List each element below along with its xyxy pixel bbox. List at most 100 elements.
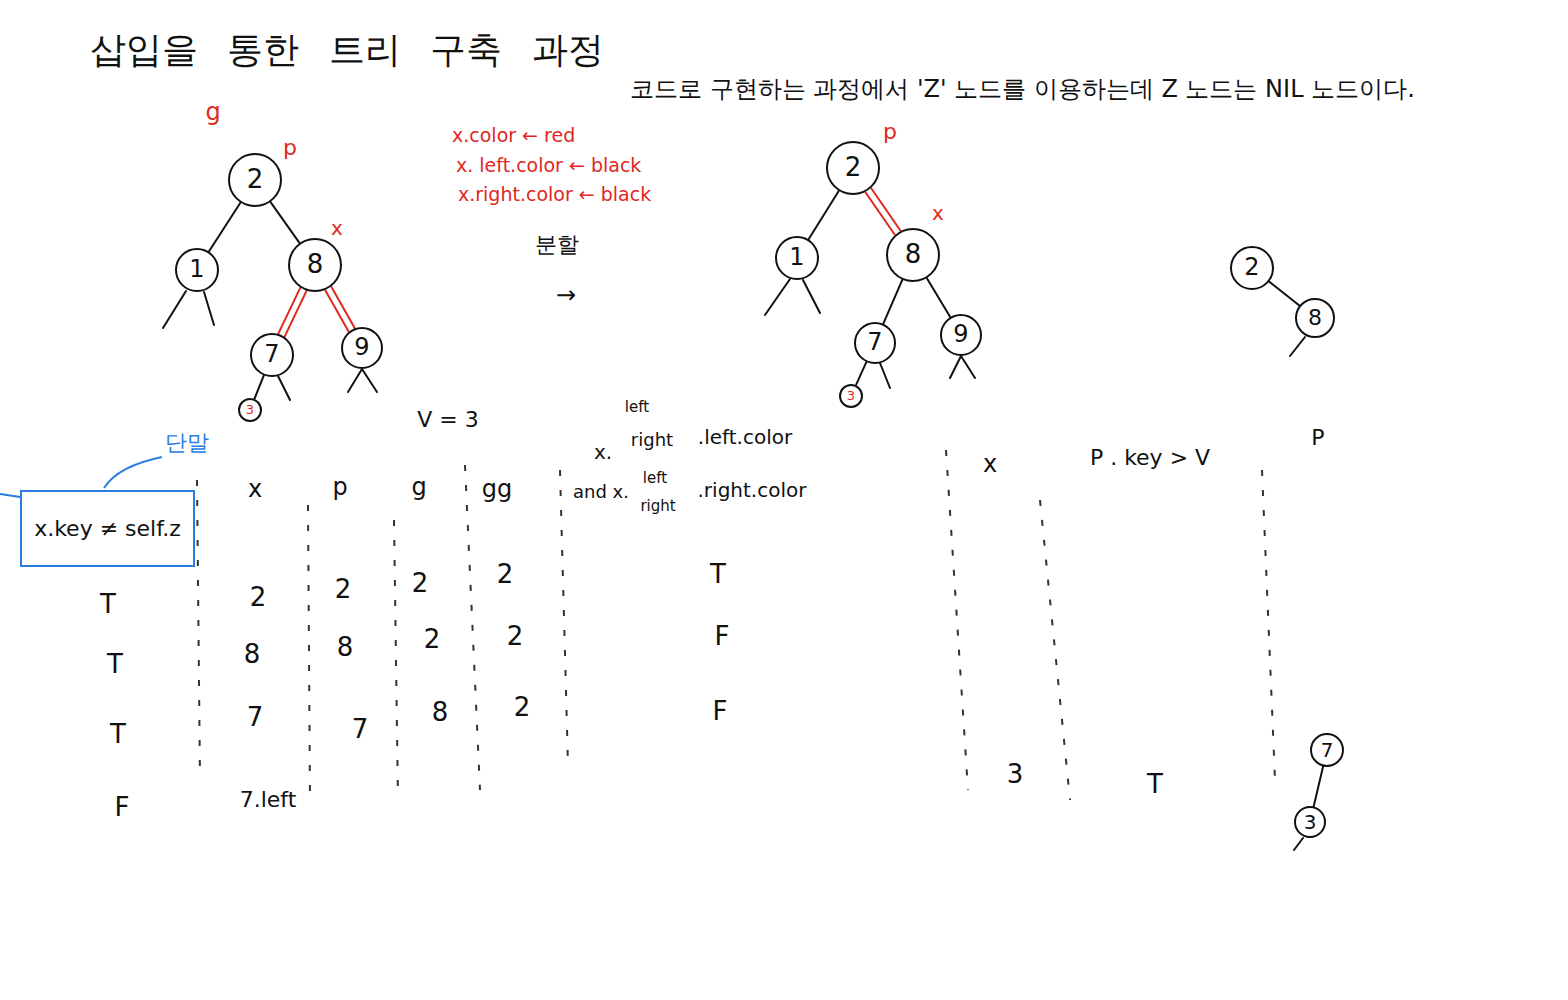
link-line bbox=[809, 191, 839, 239]
node-role: p bbox=[283, 135, 297, 160]
table-cell: T bbox=[110, 720, 126, 750]
step-arrow: → bbox=[556, 282, 576, 310]
nil-stub bbox=[880, 363, 890, 388]
column-separator bbox=[1040, 500, 1070, 800]
condition-text: x.key ≠ self.z bbox=[34, 516, 181, 541]
tree-node: 3 bbox=[238, 398, 262, 422]
column-header: P . key > V bbox=[1090, 445, 1210, 470]
column-separator bbox=[465, 465, 480, 790]
node-key: 2 bbox=[1244, 254, 1259, 282]
table-cell: 7.left bbox=[240, 787, 297, 812]
nil-stub bbox=[1290, 337, 1305, 356]
node-key: 2 bbox=[247, 165, 264, 195]
node-key: 1 bbox=[789, 244, 804, 272]
table-cell: T bbox=[107, 650, 123, 680]
node-key: 7 bbox=[264, 341, 279, 369]
nil-stub bbox=[1294, 838, 1303, 850]
tree-link bbox=[209, 203, 240, 252]
tree-node: 8 bbox=[886, 228, 940, 282]
leader-line bbox=[0, 494, 20, 497]
column-header: .left.color bbox=[698, 426, 792, 449]
red-link bbox=[865, 188, 900, 235]
link-line bbox=[209, 203, 240, 252]
node-role: x bbox=[932, 202, 944, 225]
tree-link bbox=[856, 362, 866, 385]
tree-link bbox=[254, 375, 263, 398]
tree-node: 8 bbox=[288, 238, 342, 292]
column-header: p bbox=[332, 474, 347, 502]
nil-stub bbox=[163, 291, 214, 328]
table-separators bbox=[197, 450, 1275, 800]
link-line bbox=[254, 375, 263, 398]
link-line bbox=[927, 278, 950, 317]
tree-link bbox=[1269, 282, 1299, 306]
link-line bbox=[883, 280, 902, 324]
tree-node: 1 bbox=[775, 236, 819, 280]
tree-node: 7 bbox=[1310, 733, 1344, 767]
tree-node: 3 bbox=[1294, 806, 1326, 838]
node-role: g bbox=[205, 99, 220, 127]
column-header: right bbox=[640, 498, 675, 515]
tree-link bbox=[1314, 767, 1323, 807]
node-key: 1 bbox=[189, 256, 204, 284]
tree-link bbox=[809, 191, 839, 239]
column-separator bbox=[946, 450, 968, 790]
code-line: x.color ← red bbox=[452, 125, 575, 147]
link-line bbox=[865, 192, 894, 235]
node-key: 3 bbox=[847, 389, 855, 404]
tree-node: 8 bbox=[1295, 298, 1335, 338]
node-key: 9 bbox=[354, 334, 369, 362]
tree-node: 9 bbox=[940, 314, 982, 356]
link-line bbox=[278, 288, 300, 334]
tree-node: 7 bbox=[854, 322, 896, 364]
table-cell: 7 bbox=[247, 703, 264, 733]
code-line: x.right.color ← black bbox=[458, 184, 651, 206]
link-line bbox=[871, 188, 900, 231]
tree-node: 2 bbox=[228, 153, 282, 207]
column-header: left bbox=[643, 470, 667, 487]
column-separator bbox=[560, 470, 568, 765]
table-cell: 2 bbox=[335, 575, 352, 605]
tree-node: 7 bbox=[250, 333, 294, 377]
column-header: and x. bbox=[573, 482, 629, 503]
node-key: 7 bbox=[867, 329, 882, 357]
node-key: 9 bbox=[953, 321, 968, 349]
tree-node: 9 bbox=[341, 327, 383, 369]
tree-link bbox=[883, 280, 902, 324]
column-header: .right.color bbox=[698, 479, 807, 502]
table-cell: 8 bbox=[432, 698, 449, 728]
table-cell: T bbox=[1147, 770, 1163, 800]
step-label: 분할 bbox=[535, 232, 579, 257]
link-line bbox=[1314, 767, 1323, 807]
leader-line bbox=[104, 457, 162, 488]
red-link bbox=[278, 288, 306, 337]
link-line bbox=[1269, 282, 1299, 306]
link-line bbox=[856, 362, 866, 385]
page-title: 삽입을 통한 트리 구축 과정 bbox=[90, 26, 604, 75]
table-cell: 3 bbox=[1007, 760, 1024, 790]
node-role: x bbox=[331, 217, 343, 240]
node-key: 7 bbox=[1321, 739, 1334, 762]
table-cell: F bbox=[713, 697, 728, 727]
column-separator bbox=[197, 480, 200, 780]
tree-node: 1 bbox=[175, 248, 219, 292]
node-key: 8 bbox=[1308, 305, 1322, 330]
nil-stubs bbox=[163, 279, 1305, 850]
nil-stub bbox=[348, 369, 377, 392]
table-cell: 8 bbox=[337, 633, 354, 663]
node-key: 8 bbox=[307, 250, 324, 280]
table-cell: F bbox=[115, 793, 130, 823]
callout-label: 단말 bbox=[165, 430, 209, 455]
column-header: g bbox=[411, 474, 426, 502]
note-text: 코드로 구현하는 과정에서 'Z' 노드를 이용하는데 Z 노드는 NIL 노드… bbox=[630, 76, 1560, 104]
tree-node: 3 bbox=[839, 384, 863, 408]
table-cell: 8 bbox=[244, 640, 261, 670]
nil-stub bbox=[950, 356, 975, 378]
table-cell: T bbox=[710, 560, 726, 590]
condition-box: x.key ≠ self.z bbox=[20, 490, 195, 567]
table-cell: 2 bbox=[412, 569, 429, 599]
column-header: gg bbox=[482, 476, 512, 504]
tree-node: 2 bbox=[826, 141, 880, 195]
tree-link bbox=[271, 202, 300, 243]
